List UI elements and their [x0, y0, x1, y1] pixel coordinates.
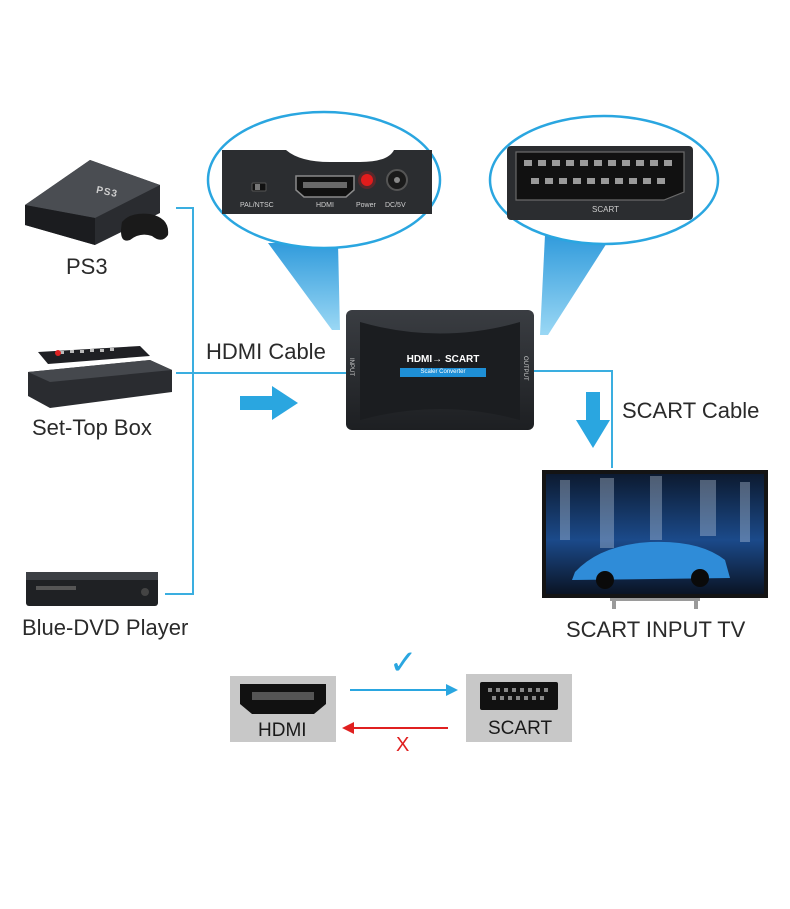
left-zoom-beam	[268, 243, 340, 330]
scart-pins	[524, 160, 672, 184]
scart-port-closeup	[488, 114, 720, 246]
connection-lines	[165, 207, 613, 595]
set-top-box-icon	[28, 346, 172, 408]
set-top-box-label: Set-Top Box	[32, 415, 152, 440]
legend-scart-label: SCART	[488, 718, 553, 739]
converter-subtitle: Scaler Converter	[420, 369, 466, 375]
hdmi-direction-arrow	[240, 386, 298, 420]
legend-hdmi-label: HDMI	[258, 720, 307, 741]
blu-ray-player-icon	[26, 572, 158, 606]
blu-ray-player-label: Blue-DVD Player	[22, 615, 189, 640]
pal-ntsc-label: PAL/NTSC	[240, 202, 274, 209]
power-led-icon	[361, 174, 373, 186]
converter-input-label: INPUT	[348, 358, 354, 376]
hdmi-cable-label: HDMI Cable	[206, 339, 326, 364]
right-zoom-beam	[540, 235, 612, 335]
check-icon: ✓	[389, 644, 418, 682]
dc-label: DC/5V	[385, 202, 406, 209]
compatibility-legend	[230, 674, 572, 742]
closeup-hdmi-label: HDMI	[316, 202, 334, 209]
hdmi-to-scart-converter	[346, 310, 534, 430]
scart-cable-label: SCART Cable	[622, 398, 760, 423]
power-label: Power	[356, 202, 376, 209]
cross-icon: X	[396, 734, 410, 756]
ps3-label: PS3	[66, 254, 108, 279]
converter-title: HDMI→ SCART	[406, 354, 480, 365]
hdmi-port-closeup	[206, 110, 442, 250]
tv-label: SCART INPUT TV	[566, 617, 746, 642]
ps3-console-icon	[25, 160, 169, 245]
tv-icon	[542, 470, 768, 609]
scart-direction-arrow	[576, 392, 610, 448]
converter-output-label: OUTPUT	[522, 356, 528, 381]
closeup-scart-label: SCART	[592, 205, 619, 214]
